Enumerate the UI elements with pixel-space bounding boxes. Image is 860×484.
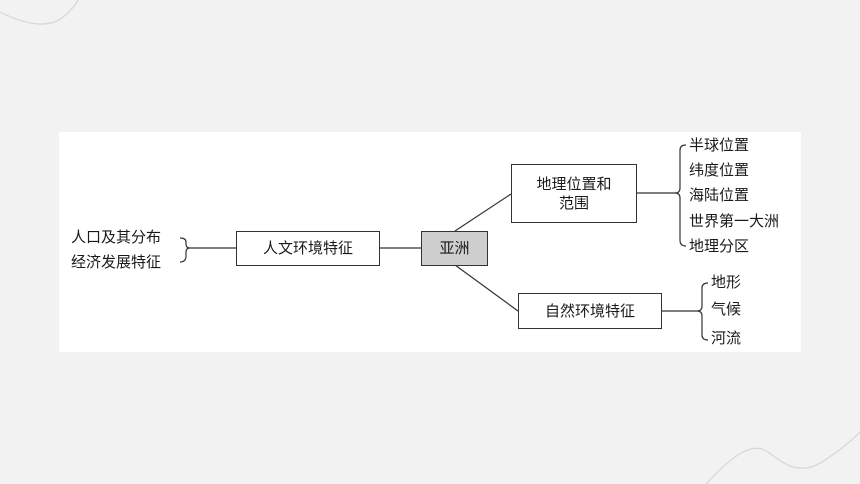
top-item-latitude: 纬度位置 xyxy=(689,161,750,179)
top-item-largest-continent: 世界第一大洲 xyxy=(689,212,780,230)
top-item-land-sea: 海陆位置 xyxy=(689,186,750,204)
human-environment-label: 人文环境特征 xyxy=(262,239,353,257)
location-range-label-line2: 范围 xyxy=(558,193,589,212)
left-item-economy: 经济发展特征 xyxy=(71,253,162,271)
natural-environment-label: 自然环境特征 xyxy=(544,301,635,320)
human-environment-box: 人文环境特征 xyxy=(236,231,380,266)
bottom-item-climate: 气候 xyxy=(711,300,742,318)
center-node-asia: 亚洲 xyxy=(421,231,488,266)
bottom-item-terrain: 地形 xyxy=(711,273,742,291)
left-item-population: 人口及其分布 xyxy=(71,228,162,246)
top-item-regions: 地理分区 xyxy=(689,237,750,255)
center-node-label: 亚洲 xyxy=(439,239,470,257)
location-range-label-line1: 地理位置和 xyxy=(536,174,612,193)
top-item-hemisphere: 半球位置 xyxy=(689,136,750,154)
location-range-box: 地理位置和 范围 xyxy=(511,164,637,223)
bottom-item-rivers: 河流 xyxy=(711,329,742,347)
natural-environment-box: 自然环境特征 xyxy=(518,293,662,329)
